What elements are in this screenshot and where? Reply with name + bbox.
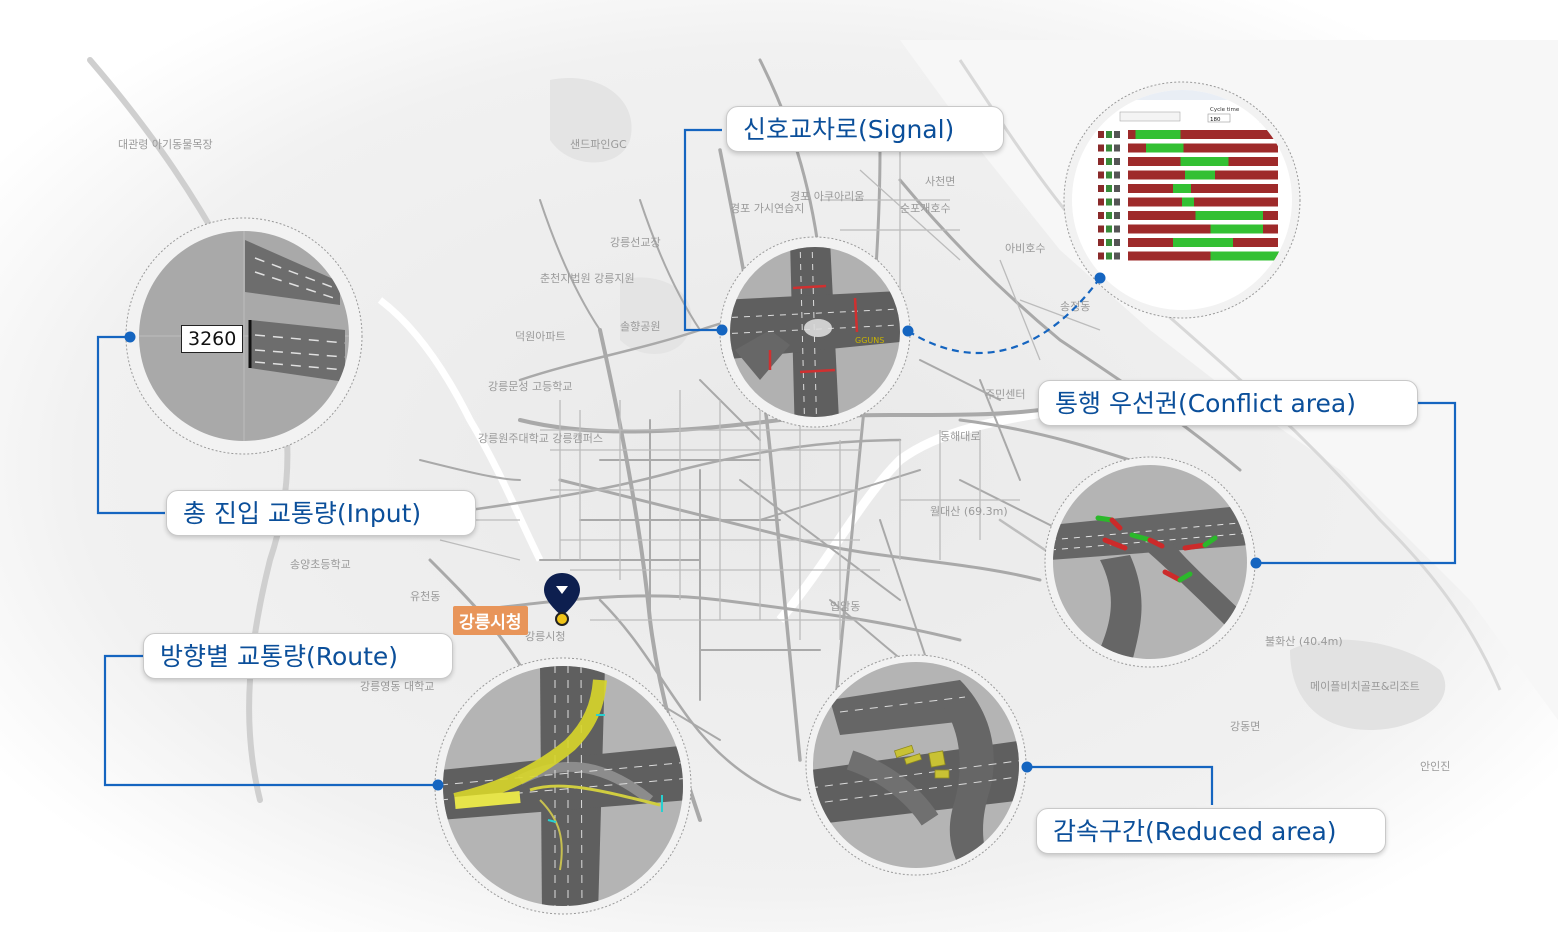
conflict-bubble xyxy=(1044,456,1256,668)
minor-streets xyxy=(439,150,1101,640)
signal-phase-icon xyxy=(1106,252,1112,260)
signal-phase-icon xyxy=(1114,239,1120,246)
signal-green-phase xyxy=(1185,170,1215,180)
map-place-label: 춘천지법원 강릉지원 xyxy=(540,271,635,285)
signal-green-phase xyxy=(1173,184,1191,193)
signal-red-phase xyxy=(1128,143,1278,153)
signal-phase-icon xyxy=(1098,212,1104,219)
signal-phase-icon xyxy=(1106,171,1112,179)
signal-bubble: GGUNS xyxy=(719,236,911,428)
map-place-label: 사천면 xyxy=(925,174,955,188)
signal-phase-icon xyxy=(1098,158,1104,165)
signal-phase-icon xyxy=(1114,158,1120,165)
signal-phase-icon xyxy=(1114,225,1120,233)
signal-table-bubble: Cycle time 180 xyxy=(1063,81,1301,319)
signal-phase-icon xyxy=(1098,252,1104,260)
signal-green-phase xyxy=(1173,238,1233,247)
signal-phase-icon xyxy=(1114,198,1120,206)
signal-green-phase xyxy=(1210,251,1283,261)
signal-phase-icon xyxy=(1106,144,1112,152)
river xyxy=(377,297,544,562)
map-place-label: 강릉원주대학교 강릉캠퍼스 xyxy=(478,432,603,445)
map-place-label: 안인진 xyxy=(1420,760,1450,773)
map-place-label: 강릉선교장 xyxy=(610,236,661,249)
signal-callout: 신호교차로(Signal) xyxy=(726,106,1004,152)
signal-phase-icon xyxy=(1098,198,1104,206)
signal-phase-icon xyxy=(1098,225,1104,233)
signal-phase-icon xyxy=(1106,225,1112,233)
svg-text:GGUNS: GGUNS xyxy=(855,336,884,345)
signal-phase-icon xyxy=(1098,144,1104,152)
leader-lines xyxy=(96,128,1457,805)
map-place-label: 경포 아쿠아리움 xyxy=(790,190,864,203)
park-area xyxy=(620,277,692,354)
signal-phase-icon xyxy=(1106,158,1112,165)
map-place-label: 송양초등학교 xyxy=(290,558,351,571)
signal-phase-icon xyxy=(1098,171,1104,179)
map-place-label: 월대산 (69.3m) xyxy=(930,505,1008,518)
conflict-area-callout: 통행 우선권(Conflict area) xyxy=(1038,380,1418,426)
signal-phase-icon xyxy=(1106,212,1112,219)
leader-dots xyxy=(124,272,1262,791)
reduced-area-callout: 감속구간(Reduced area) xyxy=(1036,808,1386,854)
signal-phase-icon xyxy=(1114,171,1120,179)
signal-phase-icon xyxy=(1106,131,1112,138)
map-place-label: 강릉시청 xyxy=(525,630,565,643)
map-place-label: 유천동 xyxy=(410,589,440,603)
signal-red-phase xyxy=(1128,130,1278,139)
signal-phase-icon xyxy=(1106,198,1112,206)
signal-timing-rows xyxy=(1098,130,1283,261)
input-volume-label: 3260 xyxy=(181,325,244,353)
signal-red-phase xyxy=(1128,251,1278,261)
signal-phase-icon xyxy=(1114,252,1120,260)
map-place-label: 덕원아파트 xyxy=(515,330,566,343)
map-place-label: 메이플비치골프&리조트 xyxy=(1310,680,1420,693)
map-place-label: 강동면 xyxy=(1230,720,1260,733)
signal-red-phase xyxy=(1128,184,1278,193)
signal-phase-icon xyxy=(1114,185,1120,192)
map-place-label: 불화산 (40.4m) xyxy=(1265,635,1343,648)
golf-course-area xyxy=(1290,639,1446,730)
signal-phase-icon xyxy=(1114,144,1120,152)
map-place-label: 경포 가시연습지 xyxy=(730,202,804,215)
map-place-label: 주민센터 xyxy=(985,388,1025,401)
map-place-label: 강릉영동 대학교 xyxy=(360,680,434,693)
signal-phase-icon xyxy=(1098,131,1104,138)
route-callout: 방향별 교통량(Route) xyxy=(143,633,453,679)
map-place-label: 샌드파인GC xyxy=(570,138,627,151)
signal-phase-icon xyxy=(1114,212,1120,219)
signal-green-phase xyxy=(1182,197,1194,207)
signal-phase-icon xyxy=(1106,239,1112,246)
input-bubble xyxy=(125,217,363,455)
map-place-label: 아비호수 xyxy=(1005,242,1045,255)
route-bubble xyxy=(434,657,692,915)
signal-phase-icon xyxy=(1106,185,1112,192)
signal-phase-icon xyxy=(1098,185,1104,192)
cycle-time-label: Cycle time xyxy=(1210,107,1240,113)
park-area xyxy=(550,78,632,163)
signal-green-phase xyxy=(1195,211,1263,220)
map-place-label: 강릉문성 고등학교 xyxy=(488,380,572,393)
location-pin-icon xyxy=(544,573,580,626)
map-place-label: 솔향공원 xyxy=(620,320,660,333)
city-hall-label: 강릉시청 xyxy=(453,606,528,635)
signal-green-phase xyxy=(1135,130,1181,139)
map-place-label: 입암동 xyxy=(830,600,860,613)
signal-phase-icon xyxy=(1114,131,1120,138)
input-callout: 총 진입 교통량(Input) xyxy=(166,490,476,536)
signal-green-phase xyxy=(1180,157,1229,166)
map-place-label: 동해대로 xyxy=(940,429,980,443)
signal-red-phase xyxy=(1128,197,1278,207)
cycle-time-value: 180 xyxy=(1210,117,1221,123)
signal-phase-icon xyxy=(1098,239,1104,246)
map-place-label: 대관령 아기동물목장 xyxy=(118,138,213,151)
signal-green-phase xyxy=(1210,224,1263,234)
signal-green-phase xyxy=(1146,143,1184,153)
map-place-label: 순포개호수 xyxy=(900,202,951,215)
reduced-area-bubble xyxy=(805,654,1027,876)
signal-red-phase xyxy=(1128,224,1278,234)
